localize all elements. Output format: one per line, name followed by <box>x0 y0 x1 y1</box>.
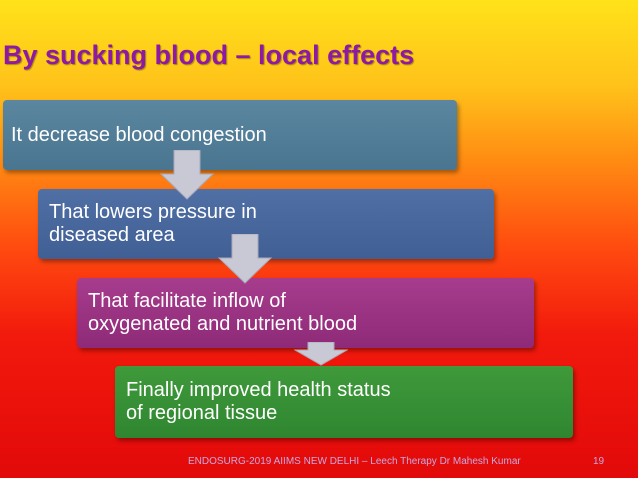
page-number: 19 <box>593 456 605 467</box>
step-4-box: Finally improved health status of region… <box>115 366 573 438</box>
slide-footer: ENDOSURG-2019 AIIMS NEW DELHI – Leech Th… <box>188 456 521 467</box>
step-2-line-2: diseased area <box>49 224 175 246</box>
step-3-line-1: That facilitate inflow of <box>88 290 286 312</box>
arrow-down-icon <box>218 234 272 284</box>
step-2-box: That lowers pressure in diseased area <box>38 189 494 259</box>
slide-title: By sucking blood – local effects <box>3 40 415 70</box>
step-3-box: That facilitate inflow of oxygenated and… <box>77 278 534 348</box>
arrow-down-icon <box>294 342 348 366</box>
step-1-line-1: It decrease blood congestion <box>11 123 267 146</box>
step-1-box: It decrease blood congestion <box>3 100 457 170</box>
step-2-line-1: That lowers pressure in <box>49 201 257 223</box>
step-3-line-2: oxygenated and nutrient blood <box>88 313 358 335</box>
step-4-line-2: of regional tissue <box>126 402 278 424</box>
arrow-down-icon <box>160 150 214 200</box>
step-4-line-1: Finally improved health status <box>126 379 391 401</box>
